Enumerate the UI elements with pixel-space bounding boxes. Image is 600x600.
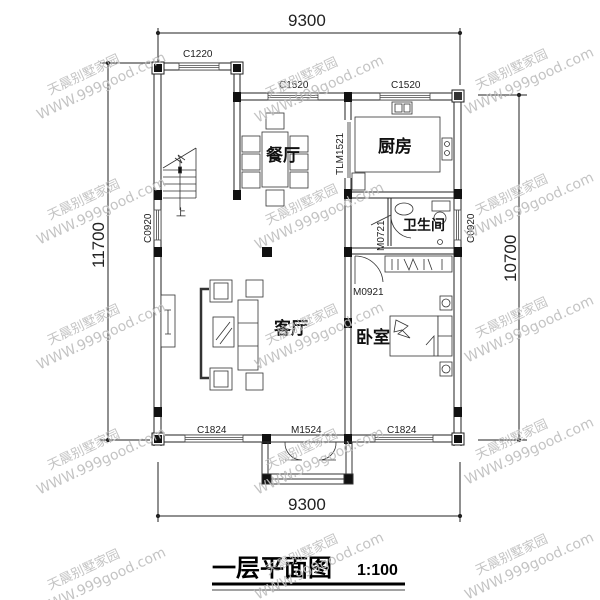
drawing-scale: 1:100 [357, 562, 398, 579]
window-label-dining: C1520 [279, 80, 309, 91]
dimension-left-label: 11700 [89, 222, 108, 268]
stair-up-label: 上 [176, 207, 186, 219]
door-label-bathroom: M0721 [376, 220, 387, 251]
dimension-top [155, 28, 463, 85]
doors [284, 122, 412, 461]
interior-walls [233, 98, 462, 442]
bathroom-fixtures [394, 200, 451, 245]
window-label-bottom-left: C1824 [197, 425, 227, 436]
room-label-bathroom: 卫生间 [403, 217, 445, 234]
watermarks: 天晨别墅家园 WWW.999good.com 天晨别墅家园 WWW.999goo… [34, 45, 596, 600]
tv-cabinet [160, 294, 176, 348]
room-label-bedroom: 卧室 [356, 327, 390, 348]
dimension-right-label: 10700 [501, 235, 520, 282]
dimension-bottom [155, 462, 463, 522]
sofa-set [199, 279, 264, 391]
kitchen-fixtures [351, 101, 453, 191]
entry-porch [261, 441, 354, 485]
drawing-title: 一层平面图 [212, 554, 332, 582]
dimension-top-label: 9300 [288, 11, 326, 30]
dimension-left [100, 60, 150, 443]
dimension-bottom-label: 9300 [288, 495, 326, 514]
window-label-left: C0920 [143, 213, 154, 243]
room-label-kitchen: 厨房 [378, 136, 412, 157]
wardrobe [384, 255, 453, 273]
staircase [162, 147, 197, 210]
dimension-right [478, 92, 527, 443]
windows [153, 62, 462, 443]
dining-table-set [241, 112, 309, 207]
structural-columns [151, 61, 465, 446]
window-label-right: C0920 [466, 213, 477, 243]
window-label-kitchen: C1520 [391, 80, 421, 91]
drawing-title-block: 一层平面图 1:100 [212, 554, 405, 591]
window-label-c1220: C1220 [183, 49, 213, 60]
door-label-entry: M1524 [291, 425, 322, 436]
room-label-living: 客厅 [273, 318, 308, 339]
opening-labels: C1220 C1520 C1520 C0920 C0920 TLM1521 M0… [143, 49, 477, 436]
window-label-bottom-right: C1824 [387, 425, 417, 436]
room-labels: 餐厅 厨房 卫生间 客厅 卧室 [266, 136, 445, 348]
door-label-bedroom: M0921 [353, 287, 384, 298]
door-label-kitchen: TLM1521 [335, 132, 346, 175]
bed [389, 295, 453, 377]
room-label-dining: 餐厅 [266, 145, 300, 166]
